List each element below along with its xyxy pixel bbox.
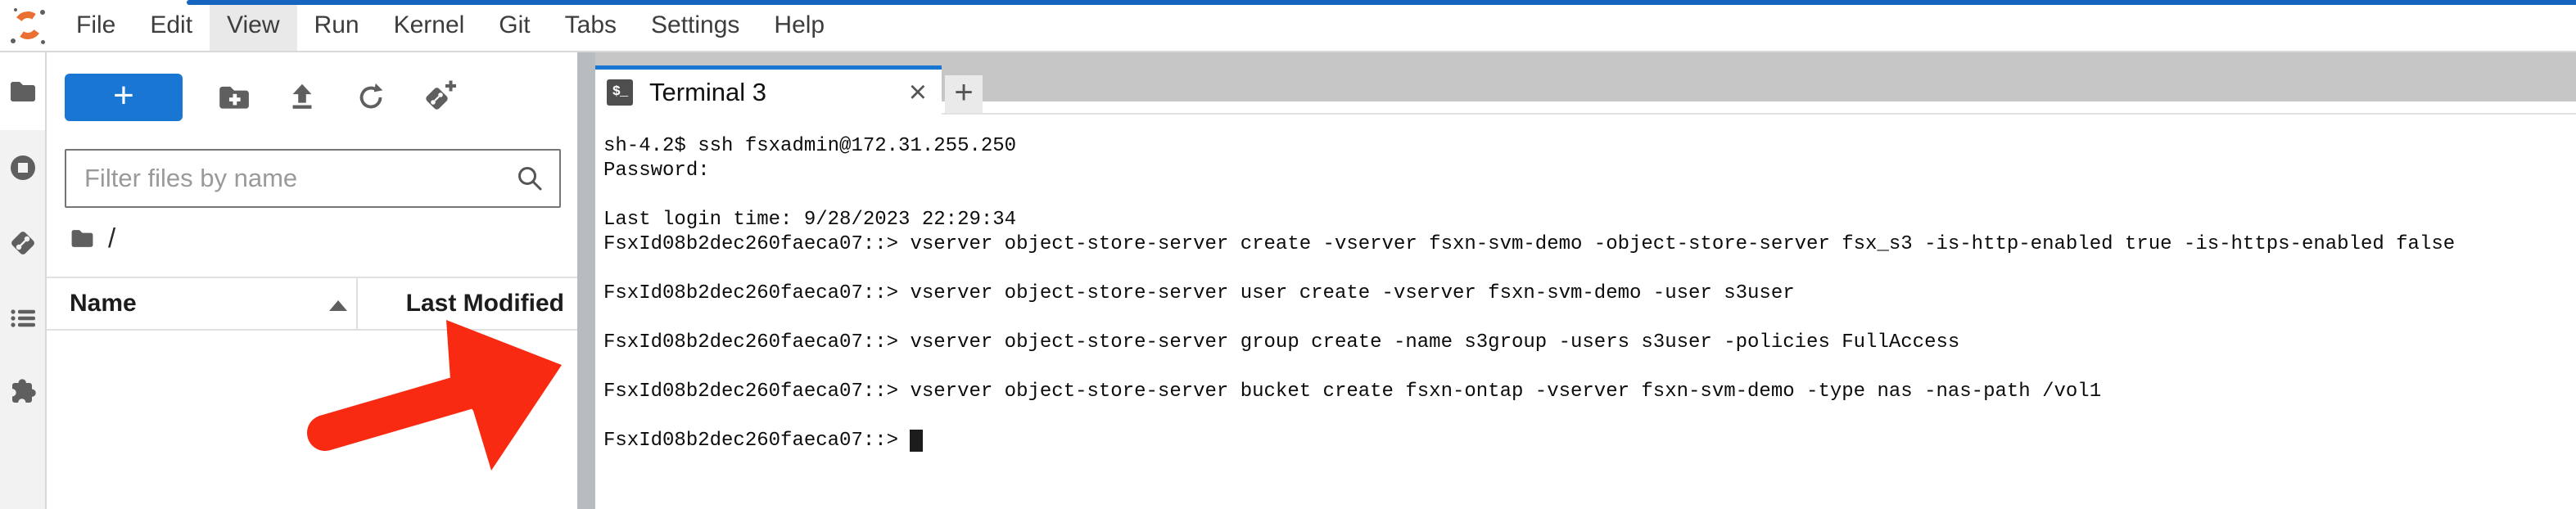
new-folder-icon xyxy=(219,86,249,109)
terminal-line: FsxId08b2dec260faeca07::> vserver object… xyxy=(603,331,1960,354)
table-of-contents-icon xyxy=(10,309,35,327)
terminal-line: FsxId08b2dec260faeca07::> vserver object… xyxy=(603,381,2102,403)
sidebar-item-git[interactable] xyxy=(0,205,45,281)
activity-bar xyxy=(0,52,47,509)
menu-items: File Edit View Run Kernel Git Tabs Setti… xyxy=(59,0,842,51)
upload-button[interactable] xyxy=(284,79,320,115)
terminal-line: Password: xyxy=(603,160,710,182)
orange-ring-icon xyxy=(11,9,44,42)
refresh-icon xyxy=(359,83,383,109)
new-launcher-button[interactable]: + xyxy=(65,74,183,121)
top-blue-strip xyxy=(187,0,2576,5)
folder-icon[interactable] xyxy=(70,226,95,251)
breadcrumb: / xyxy=(70,219,115,257)
terminal-line xyxy=(603,257,2576,282)
sort-ascending-icon[interactable] xyxy=(329,300,347,311)
sidebar-item-extensions[interactable] xyxy=(0,356,45,431)
terminal-prompt-line: FsxId08b2dec260faeca07::> xyxy=(603,429,2576,453)
terminal-line: sh-4.2$ ssh fsxadmin@172.31.255.250 xyxy=(603,135,1017,157)
main-area: + xyxy=(0,52,2576,509)
file-browser-icon xyxy=(10,81,35,101)
terminal-output[interactable]: sh-4.2$ ssh fsxadmin@172.31.255.250 Pass… xyxy=(595,116,2576,509)
tab-terminal-3[interactable]: $_ Terminal 3 × xyxy=(595,65,942,115)
terminal-panel: $_ Terminal 3 × + sh-4.2$ ssh fsxadmin@1… xyxy=(595,52,2576,509)
menu-item[interactable]: File xyxy=(76,11,116,38)
sidebar-item-file-browser[interactable] xyxy=(0,52,45,130)
menu-item[interactable]: Run xyxy=(314,11,359,38)
sidebar-item-table-of-contents[interactable] xyxy=(0,281,45,356)
terminal-prompt: FsxId08b2dec260faeca07::> xyxy=(603,430,911,452)
file-browser-toolbar: + xyxy=(65,73,458,122)
git-clone-icon xyxy=(426,80,456,110)
terminal-line xyxy=(603,355,2576,380)
extensions-icon xyxy=(11,379,36,403)
breadcrumb-root[interactable]: / xyxy=(108,223,116,253)
menu-item[interactable]: Edit xyxy=(150,11,193,38)
git-clone-button[interactable] xyxy=(422,79,458,115)
terminal-cursor xyxy=(910,430,924,452)
menu-item[interactable]: View xyxy=(210,0,297,51)
column-divider[interactable] xyxy=(356,277,358,331)
panel-splitter[interactable] xyxy=(577,52,595,509)
terminal-line xyxy=(603,306,2576,331)
menu-item[interactable]: Settings xyxy=(651,11,740,38)
tab-title: Terminal 3 xyxy=(649,77,766,106)
file-list-empty-area[interactable] xyxy=(47,331,577,509)
menu-item[interactable]: Kernel xyxy=(393,11,465,38)
close-tab-icon[interactable]: × xyxy=(908,74,927,110)
file-browser-panel: + xyxy=(47,52,577,509)
menu-item[interactable]: Git xyxy=(499,11,531,38)
terminal-line: Last login time: 9/28/2023 22:29:34 xyxy=(603,209,1017,231)
filter-files-box xyxy=(65,149,561,208)
new-folder-button[interactable] xyxy=(215,79,251,115)
terminal-line: FsxId08b2dec260faeca07::> vserver object… xyxy=(603,282,1795,304)
sidebar-item-running-sessions[interactable] xyxy=(0,130,45,205)
filter-files-input[interactable] xyxy=(66,164,515,193)
menu-bar: File Edit View Run Kernel Git Tabs Setti… xyxy=(0,0,2576,52)
menu-item[interactable]: Tabs xyxy=(564,11,617,38)
app-logo-icon xyxy=(10,6,47,45)
search-icon xyxy=(515,164,545,193)
git-icon xyxy=(11,232,34,254)
running-sessions-icon xyxy=(10,155,35,180)
terminal-line: FsxId08b2dec260faeca07::> vserver object… xyxy=(603,233,2456,255)
dock-tab-bar: $_ Terminal 3 × + xyxy=(595,52,2576,115)
last-modified-column-header[interactable]: Last Modified xyxy=(405,290,564,317)
terminal-icon: $_ xyxy=(607,79,633,106)
terminal-line xyxy=(603,404,2576,429)
file-list-header: Name Last Modified xyxy=(47,277,577,331)
name-column-header[interactable]: Name xyxy=(70,290,137,317)
refresh-button[interactable] xyxy=(353,79,389,115)
menu-item[interactable]: Help xyxy=(774,11,825,38)
terminal-line xyxy=(603,183,2576,208)
upload-icon xyxy=(292,83,312,109)
new-tab-button[interactable]: + xyxy=(945,75,983,113)
